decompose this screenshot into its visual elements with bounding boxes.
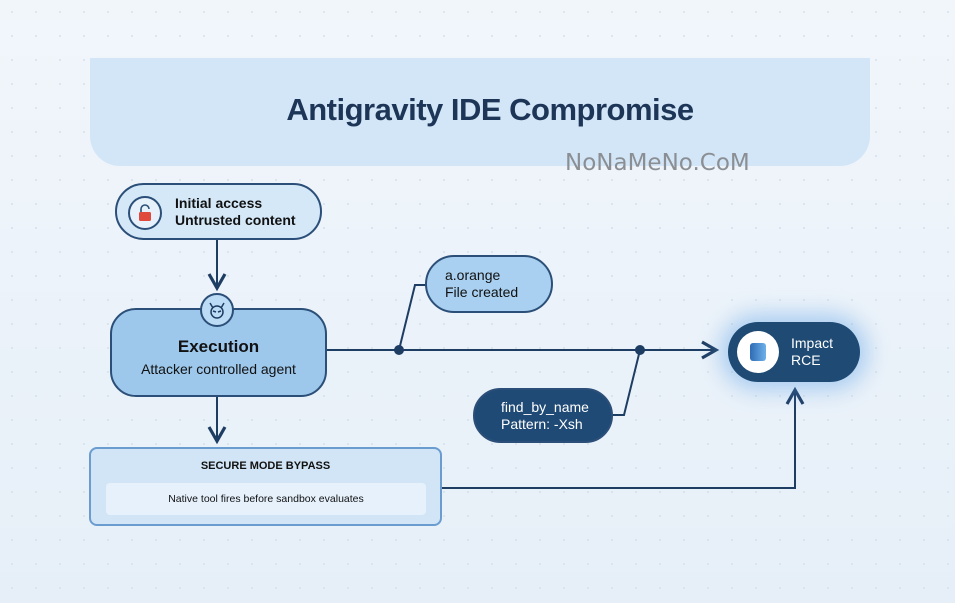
diagram-title: Antigravity IDE Compromise	[286, 92, 694, 127]
connector-orange	[398, 284, 426, 351]
arrow-bypass-to-impact	[442, 386, 805, 489]
title-banner	[90, 58, 870, 166]
node-a-orange: a.orange File created	[425, 255, 553, 313]
connector-find	[612, 349, 641, 416]
watermark: NoNaMeNo.CoM	[565, 150, 750, 176]
junction-dot	[635, 345, 645, 355]
junction-dot	[394, 345, 404, 355]
lock-icon	[128, 196, 162, 230]
node-secure-mode-bypass: SECURE MODE BYPASS Native tool fires bef…	[89, 447, 442, 526]
impact-icon	[737, 331, 779, 373]
devil-icon	[200, 293, 234, 327]
node-find-by-name: find_by_name Pattern: -Xsh	[473, 388, 613, 443]
